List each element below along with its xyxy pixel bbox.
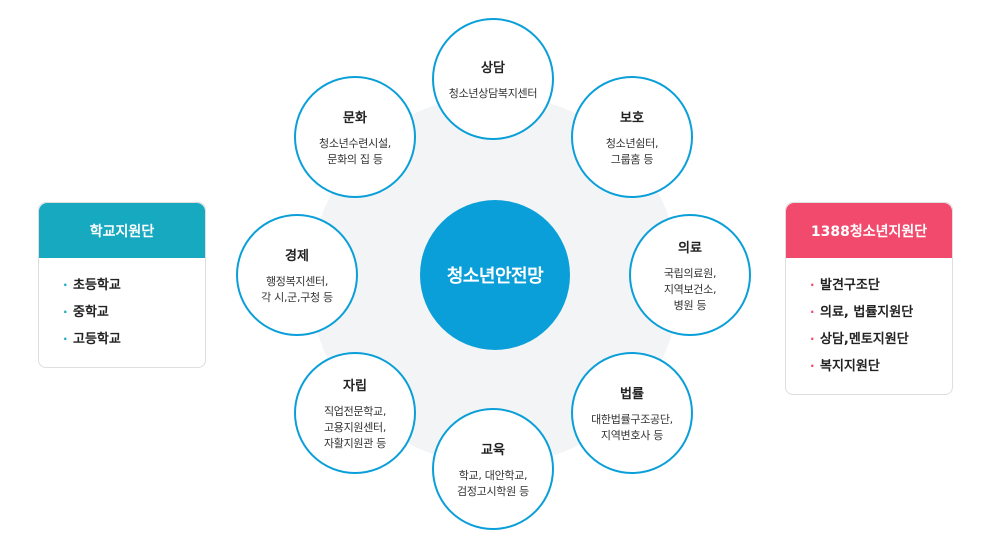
- node-culture: 문화 청소년수련시설, 문화의 집 등: [294, 76, 416, 198]
- list-item: ·초등학교: [63, 278, 121, 293]
- youth-1388-panel: 1388청소년지원단 ·발견구조단 ·의료, 법률지원단 ·상담,멘토지원단 ·…: [785, 202, 953, 395]
- node-description: 청소년상담복지센터: [448, 86, 538, 100]
- list-item: ·상담,멘토지원단: [810, 332, 909, 347]
- node-legal: 법률 대한법률구조공단, 지역변호사 등: [571, 352, 693, 474]
- youth-1388-header: 1388청소년지원단: [786, 203, 952, 258]
- youth-1388-list: ·발견구조단 ·의료, 법률지원단 ·상담,멘토지원단 ·복지지원단: [786, 258, 952, 394]
- node-economy: 경제 행정복지센터, 각 시,군,구청 등: [236, 214, 358, 336]
- center-circle: 청소년안전망: [420, 200, 570, 350]
- list-item: ·중학교: [63, 305, 109, 320]
- node-description: 대한법률구조공단, 지역변호사 등: [591, 412, 673, 442]
- node-education: 교육 학교, 대안학교, 검정고시학원 등: [432, 408, 554, 530]
- center-label: 청소년안전망: [446, 266, 544, 287]
- node-description: 국립의료원, 지역보건소, 병원 등: [663, 266, 717, 312]
- node-title: 의료: [678, 240, 702, 256]
- node-independence: 자립 직업전문학교, 고용지원센터, 자활지원관 등: [294, 352, 416, 474]
- node-title: 자립: [343, 378, 367, 394]
- node-protection: 보호 청소년쉼터, 그룹홈 등: [571, 76, 693, 198]
- school-support-list: ·초등학교 ·중학교 ·고등학교: [39, 258, 205, 367]
- node-title: 경제: [285, 248, 309, 264]
- node-description: 학교, 대안학교, 검정고시학원 등: [457, 468, 529, 498]
- node-counseling: 상담 청소년상담복지센터: [432, 18, 554, 140]
- node-title: 법률: [620, 386, 644, 402]
- list-item: ·고등학교: [63, 332, 121, 347]
- school-support-title: 학교지원단: [89, 223, 155, 240]
- node-title: 상담: [481, 60, 505, 76]
- node-title: 보호: [620, 110, 644, 126]
- school-support-panel: 학교지원단 ·초등학교 ·중학교 ·고등학교: [38, 202, 206, 368]
- node-medical: 의료 국립의료원, 지역보건소, 병원 등: [629, 214, 751, 336]
- node-description: 청소년수련시설, 문화의 집 등: [319, 136, 391, 166]
- list-item: ·의료, 법률지원단: [810, 305, 914, 320]
- youth-1388-title: 1388청소년지원단: [810, 223, 928, 240]
- school-support-header: 학교지원단: [39, 203, 205, 258]
- node-title: 문화: [343, 110, 367, 126]
- list-item: ·복지지원단: [810, 359, 880, 374]
- node-title: 교육: [481, 442, 505, 458]
- node-description: 직업전문학교, 고용지원센터, 자활지원관 등: [323, 404, 387, 450]
- node-description: 청소년쉼터, 그룹홈 등: [605, 136, 659, 166]
- node-description: 행정복지센터, 각 시,군,구청 등: [261, 274, 333, 304]
- list-item: ·발견구조단: [810, 278, 880, 293]
